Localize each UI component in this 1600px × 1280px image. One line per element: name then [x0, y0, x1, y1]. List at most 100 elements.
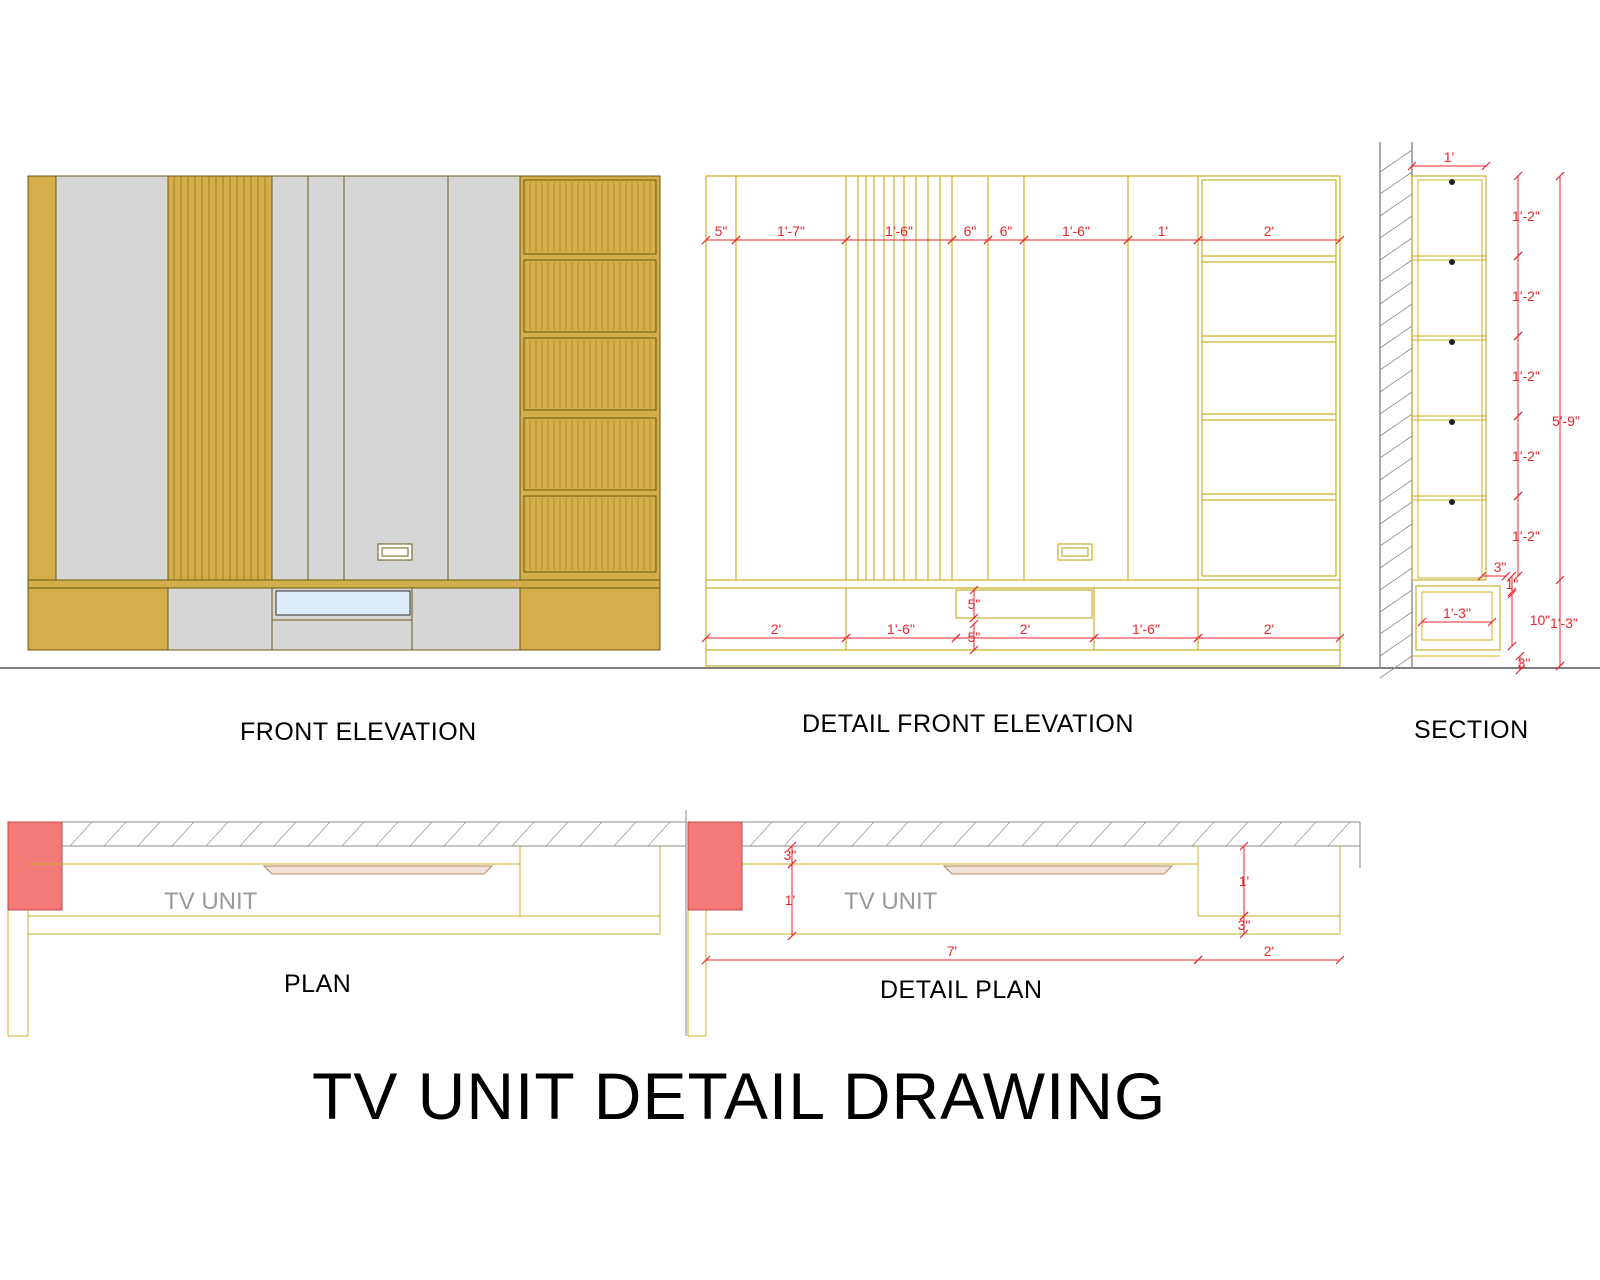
hatch-line: [919, 821, 943, 847]
dimension-tick: [1513, 251, 1523, 261]
dimension-label: 5": [968, 629, 981, 645]
plan-drawing: [7, 810, 687, 1037]
hinge-icon: [1449, 499, 1455, 505]
hatch-line: [1225, 821, 1249, 847]
dimension-tick: [1417, 617, 1427, 627]
dimension-tick: [1515, 651, 1525, 661]
hatch-line: [1379, 347, 1413, 371]
hatch-line: [511, 821, 535, 847]
hatch-line: [1379, 501, 1413, 525]
hatch-line: [307, 821, 331, 847]
dimension-label: 5'-9": [1552, 413, 1580, 429]
dimension-tick: [1507, 571, 1517, 581]
dimension-label: 3": [1238, 917, 1251, 933]
dimension-tick: [951, 633, 961, 643]
dimension-tick: [1089, 633, 1099, 643]
dimension-label: 1'-2": [1512, 448, 1540, 464]
dimension-tick: [1555, 171, 1565, 181]
hatch-line: [205, 821, 229, 847]
dimension-tick: [731, 235, 741, 245]
hatch-line: [1379, 457, 1413, 481]
hatch-line: [103, 821, 127, 847]
dimension-tick: [787, 841, 797, 851]
hatch-line: [171, 821, 195, 847]
dimension-label: 1'-6": [1132, 621, 1160, 637]
hinge-icon: [1449, 259, 1455, 265]
dimension-label: 1'-2": [1512, 368, 1540, 384]
hatch-line: [1379, 655, 1413, 679]
dimension-tick: [1239, 929, 1249, 939]
hatch-line: [375, 821, 399, 847]
hatch-line: [239, 821, 263, 847]
hatch-line: [1259, 821, 1283, 847]
hatch-line: [1191, 821, 1215, 847]
hatch-line: [1123, 821, 1147, 847]
dimension-tick: [1487, 617, 1497, 627]
hatch-line: [1021, 821, 1045, 847]
hatch-line: [1379, 171, 1413, 195]
dimension-tick: [947, 235, 957, 245]
dimension-tick: [1123, 235, 1133, 245]
detail-plan-label: DETAIL PLAN: [880, 976, 1043, 1004]
dimension-tick: [1501, 571, 1511, 581]
hatch-line: [477, 821, 501, 847]
hatch-line: [579, 821, 603, 847]
dimension-label: 3": [1494, 559, 1507, 575]
hatch-line: [1055, 821, 1079, 847]
hatch-line: [443, 821, 467, 847]
dimension-tick: [983, 235, 993, 245]
dimension-tick: [1335, 235, 1345, 245]
dimension-label: 1'-6": [885, 223, 913, 239]
hatch-line: [1379, 369, 1413, 393]
dimension-tick: [1513, 171, 1523, 181]
hatch-line: [1327, 821, 1351, 847]
dimension-label: 1'-3": [1443, 605, 1471, 621]
dimension-tick: [1507, 589, 1517, 599]
dimension-label: 1': [1444, 149, 1454, 165]
dimension-label: 1': [1239, 873, 1249, 889]
hatch-line: [1379, 567, 1413, 591]
dimension-tick: [787, 859, 797, 869]
hatch-line: [545, 821, 569, 847]
hatch-line: [1379, 391, 1413, 415]
dimension-tick: [969, 645, 979, 655]
hatch-line: [1089, 821, 1113, 847]
hatch-line: [647, 821, 671, 847]
dimension-label: 2': [1020, 621, 1030, 637]
dimension-tick: [1239, 911, 1249, 921]
detail-front-elevation-label: DETAIL FRONT ELEVATION: [802, 710, 1134, 738]
dimension-tick: [1507, 641, 1517, 651]
dimension-label: 3": [784, 847, 797, 863]
section-dimensions: 1'1'-2"1'-2"1'-2"1'-2"1'-2"5'-9"1'-3"1"1…: [1407, 149, 1580, 675]
hatch-line: [341, 821, 365, 847]
hatch-line: [69, 821, 93, 847]
dimension-tick: [1555, 575, 1565, 585]
dimension-tick: [969, 613, 979, 623]
dimension-label: 1'-3": [1550, 615, 1578, 631]
dimension-label: 1'-2": [1512, 288, 1540, 304]
front-elevation-drawing: [27, 175, 661, 651]
hatch-line: [1379, 413, 1413, 437]
hatch-line: [273, 821, 297, 847]
dimension-tick: [1513, 411, 1523, 421]
hatch-line: [1379, 325, 1413, 349]
dimension-tick: [1193, 633, 1203, 643]
section-drawing: [1379, 142, 1501, 679]
hatch-line: [1157, 821, 1181, 847]
hatch-line: [1379, 633, 1413, 657]
dimension-label: 1'-6": [1062, 223, 1090, 239]
dimension-label: 1": [1506, 576, 1519, 592]
dimension-tick: [1481, 161, 1491, 171]
dimension-tick: [1019, 235, 1029, 245]
detail-plan-dimensions: 3"1'7'1'3"2': [701, 841, 1345, 965]
dimension-tick: [969, 585, 979, 595]
plan-label: PLAN: [284, 970, 352, 998]
hatch-line: [749, 821, 773, 847]
hatch-line: [1379, 479, 1413, 503]
hatch-line: [613, 821, 637, 847]
dimension-label: 1'-2": [1512, 528, 1540, 544]
dimension-tick: [969, 619, 979, 629]
dimension-label: 2': [1264, 621, 1274, 637]
dimension-label: 5": [715, 223, 728, 239]
hatch-line: [987, 821, 1011, 847]
